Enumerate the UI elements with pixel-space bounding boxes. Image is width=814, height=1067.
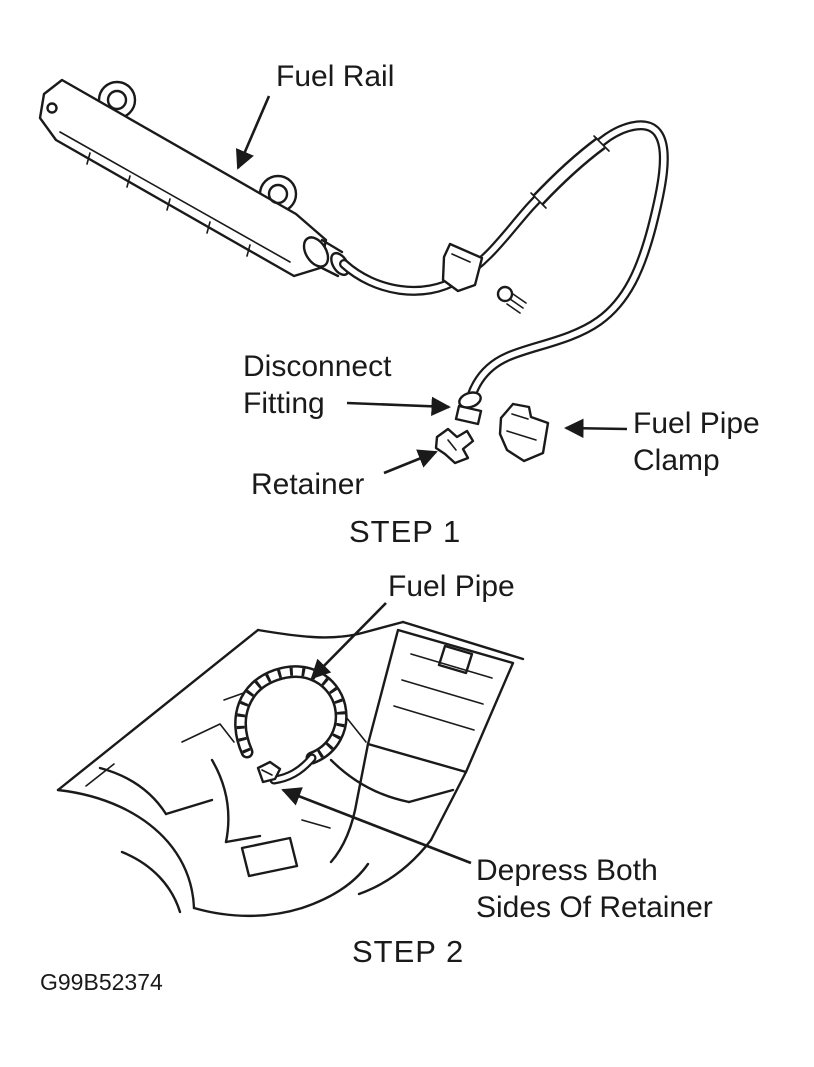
disconnect-fitting-label-line2: Fitting [243, 387, 325, 420]
disconnect-fitting-label-line1: Disconnect [243, 350, 392, 383]
disconnect-fitting-art [454, 391, 483, 426]
depress-retainer-label: Depress Both Sides Of Retainer [476, 852, 713, 926]
depress-retainer-label-line2: Sides Of Retainer [476, 891, 713, 924]
retainer-location-art [256, 760, 282, 784]
retainer-label: Retainer [251, 468, 365, 501]
fuel-pipe-arrow [310, 602, 387, 680]
retainer-art [434, 427, 475, 465]
fuel-pipe-art [339, 120, 669, 402]
step2-caption: STEP 2 [352, 934, 465, 969]
fuel-rail-arrow [235, 95, 271, 170]
disconnect-fitting-arrow [346, 396, 451, 417]
disconnect-fitting-label: Disconnect Fitting [243, 348, 391, 422]
fuel-pipe-clamp-arrow [564, 418, 628, 439]
step1-caption: STEP 1 [349, 514, 462, 549]
fuel-pipe-label: Fuel Pipe [388, 570, 515, 603]
step1-art [38, 78, 669, 475]
figure-code: G99B52374 [40, 969, 163, 995]
fuel-pipe-clamp-label-line2: Clamp [633, 444, 720, 477]
pipe-bracket-art [441, 242, 484, 293]
bracket-bolt-art [496, 285, 527, 314]
fuel-rail-art [38, 78, 350, 278]
fuel-pipe-clamp-label: Fuel Pipe Clamp [633, 405, 760, 479]
fuel-pipe-hose-art [234, 665, 348, 785]
depress-retainer-label-line1: Depress Both [476, 854, 658, 887]
fuel-pipe-clamp-label-line1: Fuel Pipe [633, 407, 760, 440]
engine-bay-art [56, 620, 525, 918]
fuel-pipe-clamp-art [498, 402, 550, 463]
fuel-rail-label: Fuel Rail [276, 60, 395, 93]
retainer-arrow [383, 449, 438, 475]
step2-art [56, 602, 525, 918]
depress-retainer-arrow [281, 787, 472, 865]
